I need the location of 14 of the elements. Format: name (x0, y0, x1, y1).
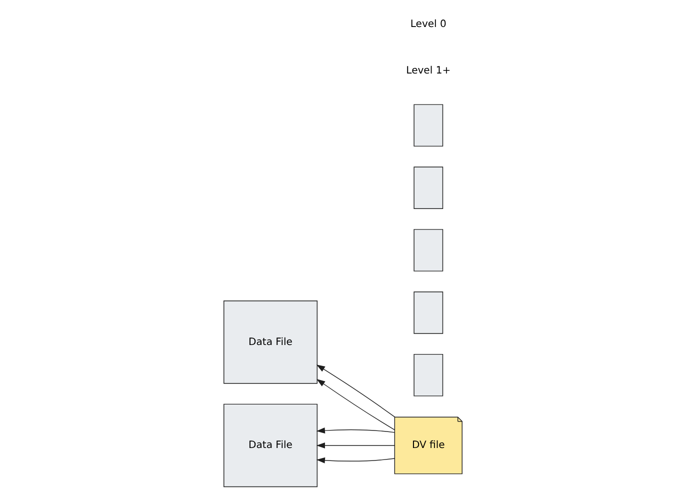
label: Level 0 (410, 18, 446, 30)
arrow (316, 442, 395, 448)
arrow (316, 457, 395, 464)
arrow (316, 428, 395, 434)
node-box (414, 166, 444, 209)
arrow (316, 364, 396, 418)
node-box (414, 354, 444, 396)
node-box (414, 104, 444, 147)
node-box (414, 292, 444, 334)
node-box: Data File (224, 300, 318, 384)
node-box (414, 229, 444, 272)
arrow (316, 378, 395, 430)
label: Level 1+ (406, 66, 451, 76)
node-box: Data File (224, 404, 318, 488)
